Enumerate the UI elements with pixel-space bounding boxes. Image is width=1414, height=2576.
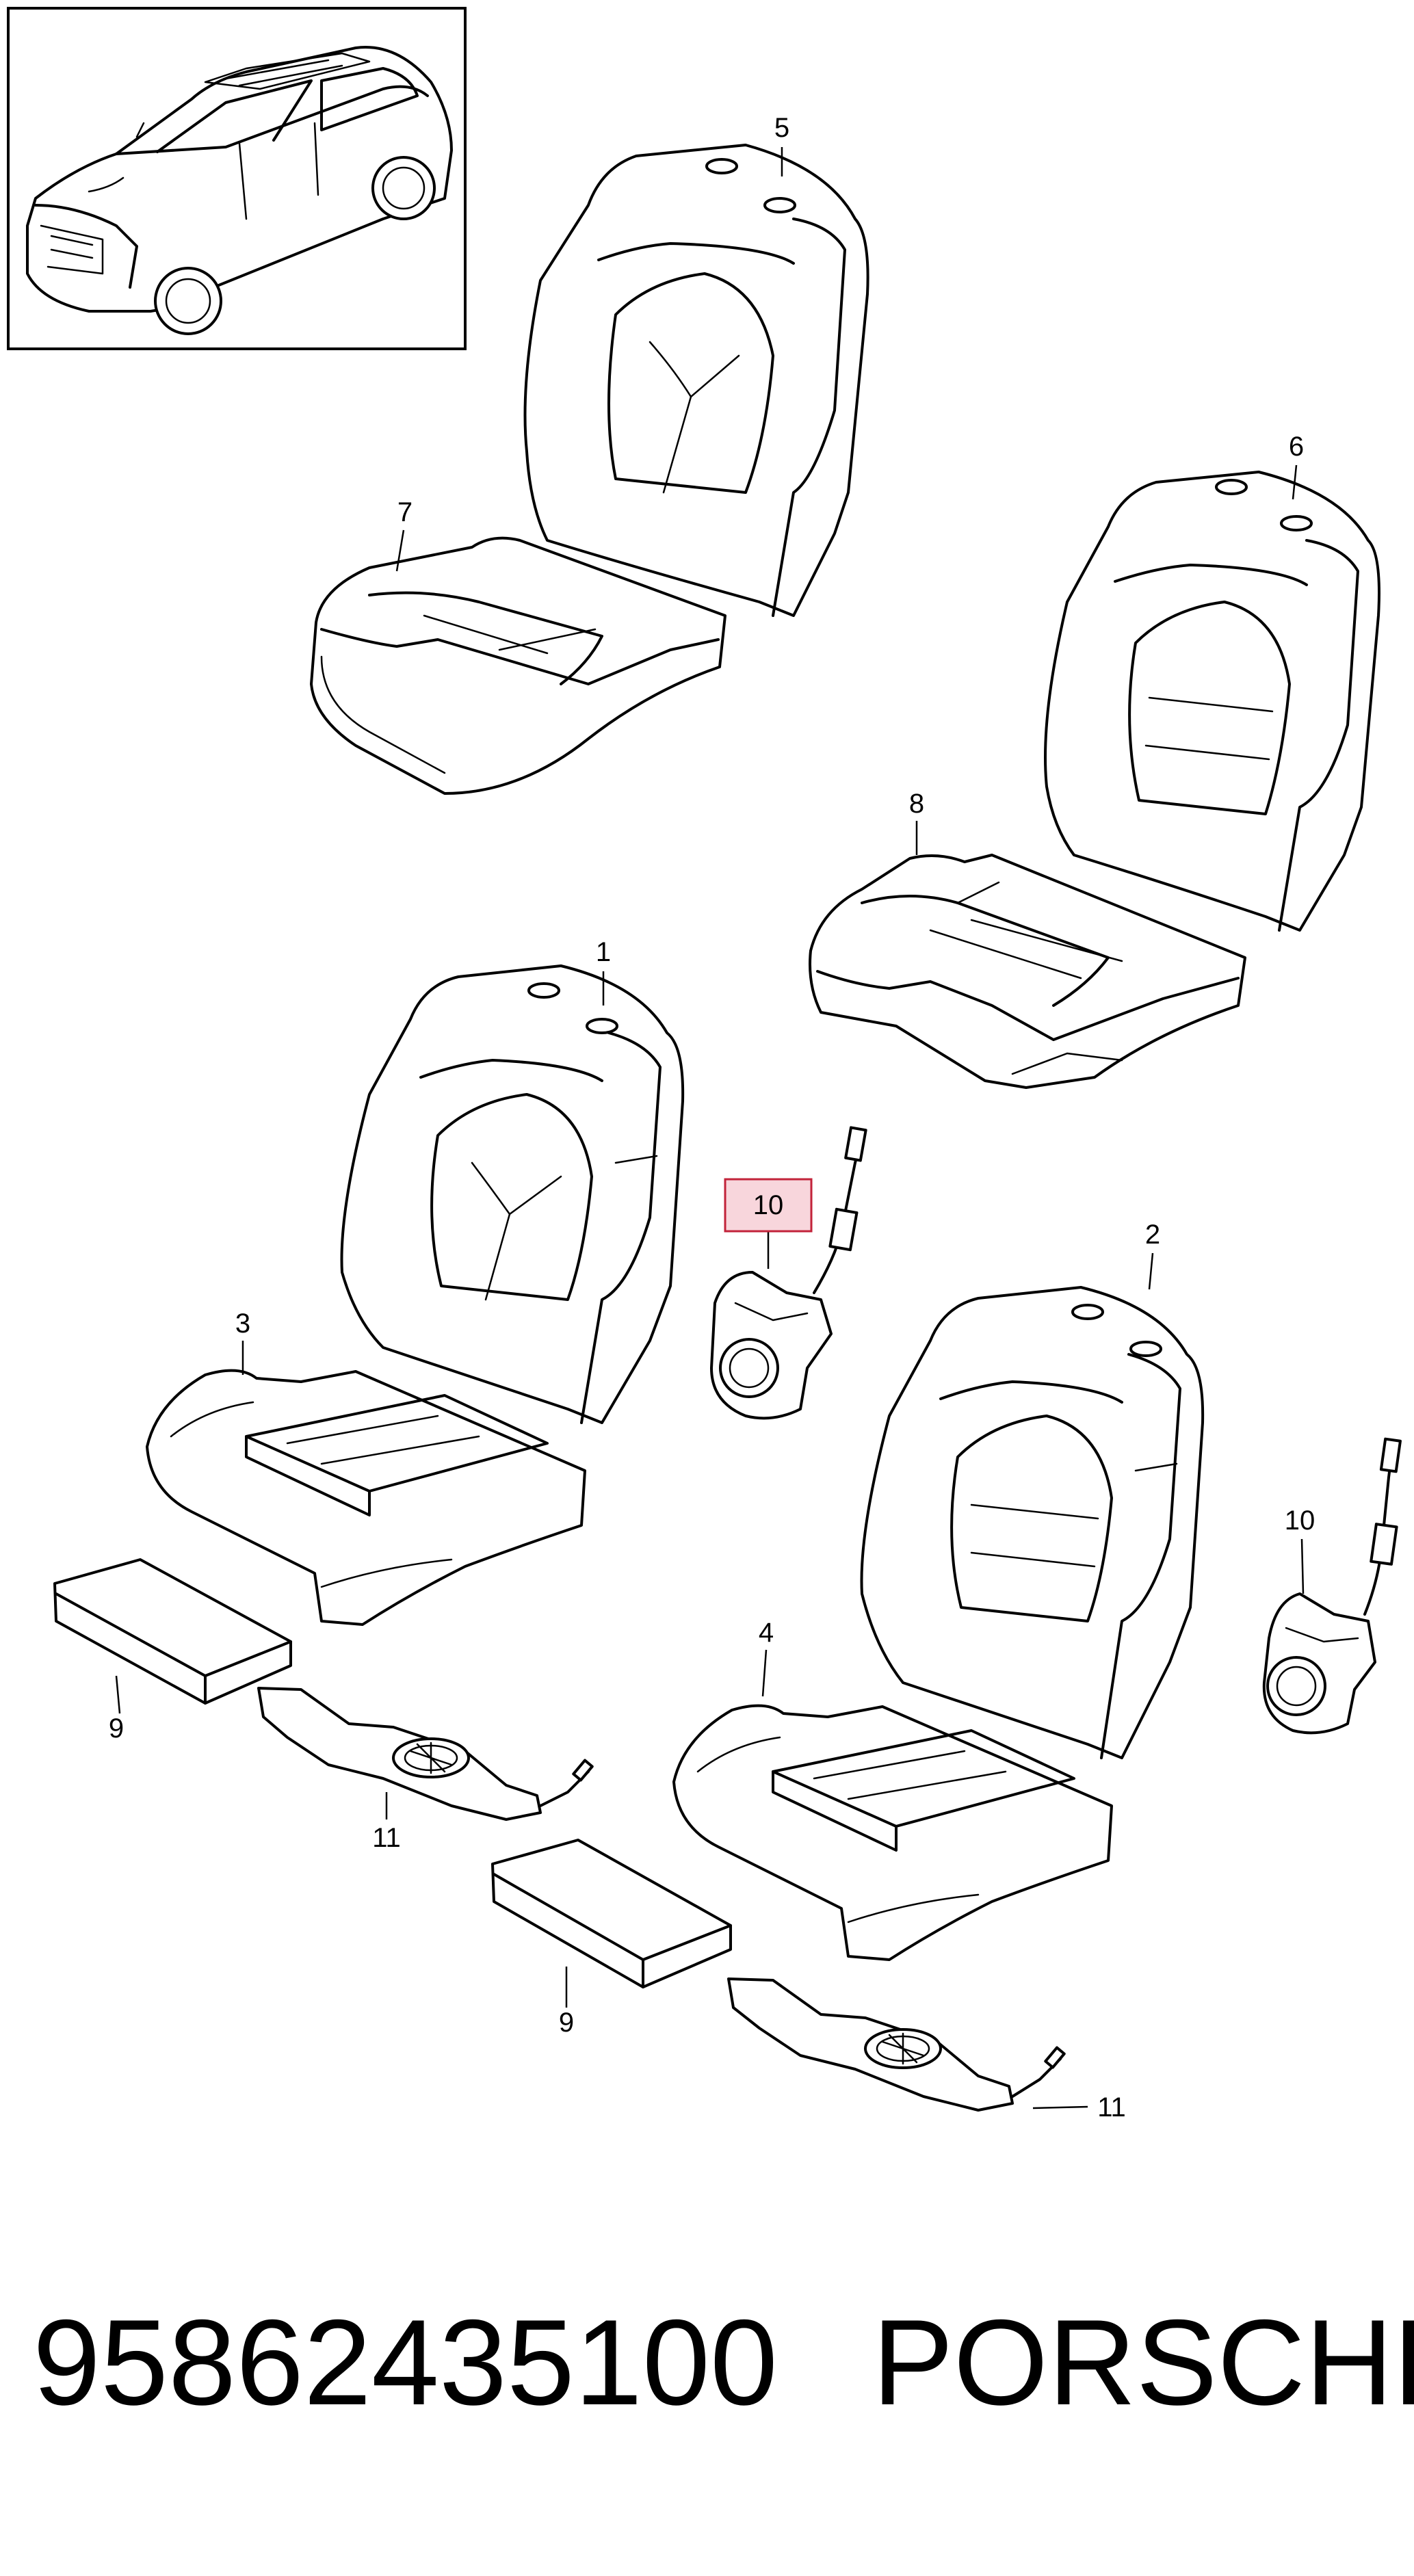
leader-lines (115, 147, 1305, 2110)
callout-10: 10 (1285, 1506, 1315, 1536)
brand-name: PORSCHE (872, 2294, 1414, 2430)
seat-cushion-cover-7 (310, 536, 726, 795)
callout-11-right: 11 (1097, 2092, 1126, 2122)
heating-pad-9-center (491, 1839, 732, 1988)
callout-1: 1 (596, 937, 611, 967)
heating-pad-9-left (53, 1558, 292, 1705)
seat-backrest-2 (860, 1286, 1205, 1759)
suv-illustration (26, 46, 453, 335)
seat-backrest-1 (340, 964, 685, 1424)
seat-cushion-cover-8 (809, 854, 1246, 1089)
callout-9-left: 9 (109, 1713, 124, 1744)
seat-cushion-frame-4 (672, 1704, 1113, 1961)
callout-4: 4 (759, 1618, 774, 1648)
callout-11-left: 11 (372, 1823, 401, 1853)
ventilation-fan-10 (1262, 1437, 1402, 1735)
vehicle-thumbnail (7, 7, 467, 350)
callout-labels: 5 7 6 8 1 2 3 10 10 4 9 11 9 11 (109, 113, 1315, 2122)
ventilation-fan-10-highlighted (710, 1126, 867, 1420)
callout-2: 2 (1145, 1220, 1160, 1250)
ventilation-duct-11-left (257, 1687, 594, 1821)
ventilation-duct-11-right (727, 1977, 1066, 2112)
callout-3: 3 (235, 1309, 250, 1339)
callout-8: 8 (909, 789, 924, 819)
callout-6: 6 (1289, 432, 1304, 462)
seat-cushion-frame-3 (146, 1369, 586, 1626)
callout-10-highlighted: 10 (753, 1190, 784, 1220)
part-number: 95862435100 (33, 2294, 778, 2430)
seat-backrest-cover-6 (1044, 471, 1380, 932)
seat-backrest-cover-5 (523, 144, 869, 617)
callout-5: 5 (774, 113, 789, 143)
callout-7: 7 (397, 497, 413, 527)
callout-10-highlight-box (724, 1178, 813, 1233)
callout-9-center: 9 (559, 2008, 574, 2038)
